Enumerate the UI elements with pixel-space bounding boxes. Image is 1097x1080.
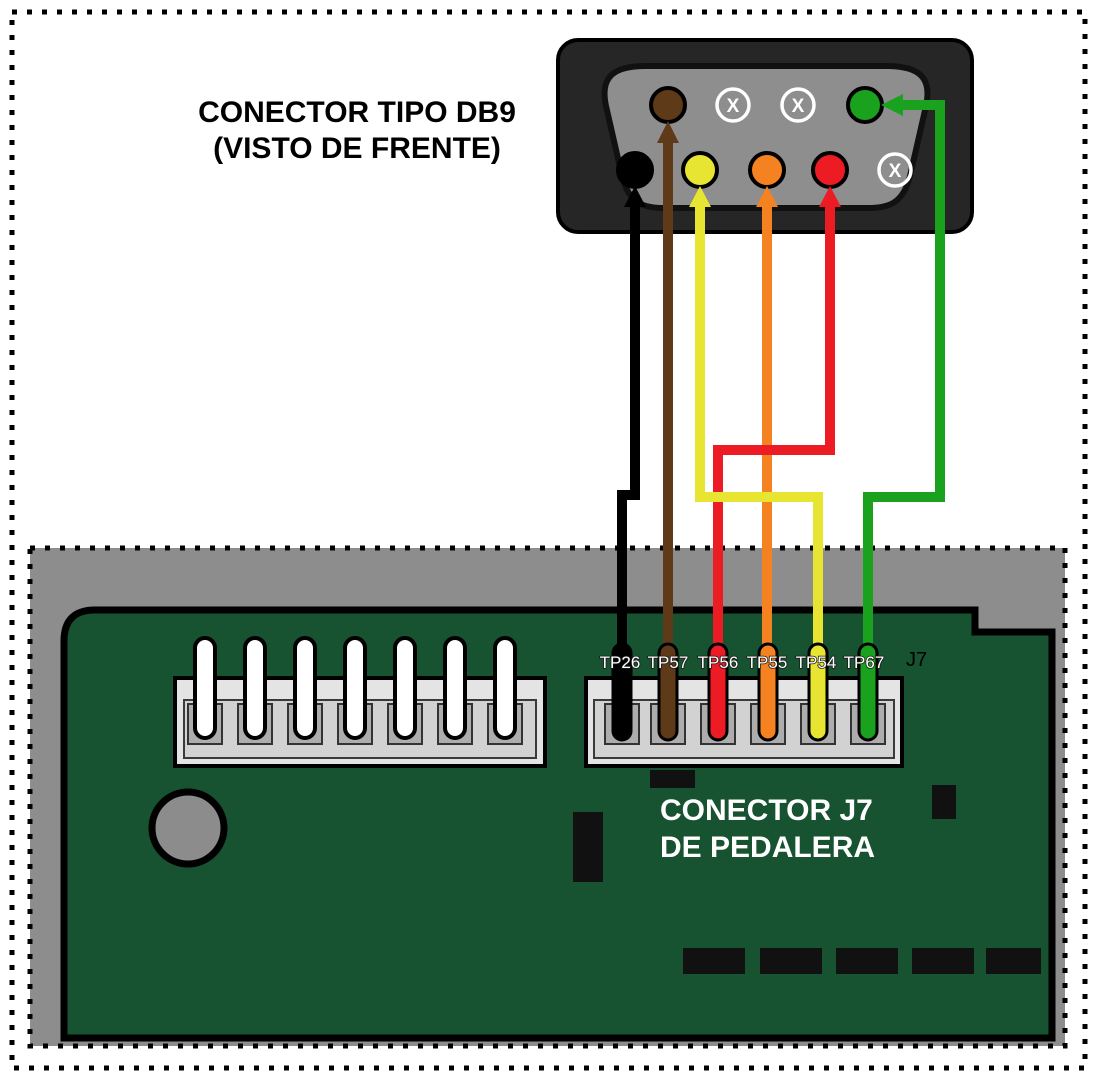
db9-unused-pin-mark: X bbox=[889, 161, 902, 182]
smd-component bbox=[683, 948, 745, 974]
j7-connector bbox=[584, 676, 904, 768]
db9-unused-pin-ring bbox=[780, 87, 816, 123]
smd-component bbox=[912, 948, 974, 974]
j7-pin-green bbox=[857, 642, 879, 742]
wire-red bbox=[713, 205, 835, 660]
db9-unused-pin-mark: X bbox=[792, 96, 805, 117]
wire-black-arrowhead bbox=[624, 186, 646, 207]
db9-pin-green bbox=[846, 86, 884, 124]
smd-component bbox=[932, 785, 956, 819]
j7-connector-label: J7 bbox=[906, 649, 927, 671]
smd-component bbox=[760, 948, 822, 974]
wire-green-arrowhead bbox=[881, 94, 903, 116]
db9-pin-red bbox=[811, 151, 849, 189]
left-connector-pin bbox=[243, 636, 267, 740]
left-connector-pin bbox=[493, 636, 517, 740]
wire-black bbox=[617, 204, 640, 660]
smd-component bbox=[836, 948, 898, 974]
tp-label-tp54: TP54 bbox=[796, 653, 837, 672]
left-connector bbox=[173, 636, 547, 768]
db9-title-line2: (VISTO DE FRENTE) bbox=[213, 132, 501, 165]
tp-label-tp67: TP67 bbox=[844, 653, 885, 672]
wire-orange-arrowhead bbox=[756, 186, 778, 207]
left-connector-pin bbox=[193, 636, 217, 740]
pcb-caption-line1: CONECTOR J7 bbox=[660, 794, 873, 827]
smd-component bbox=[986, 948, 1041, 974]
j7-pin-red bbox=[707, 642, 729, 742]
left-connector-pin bbox=[293, 636, 317, 740]
tp-label-tp57: TP57 bbox=[648, 653, 689, 672]
j7-pin-orange bbox=[757, 642, 779, 742]
j7-connector-inner bbox=[593, 699, 895, 759]
smd-component bbox=[573, 812, 603, 882]
left-connector-pin bbox=[443, 636, 467, 740]
tp-label-tp56: TP56 bbox=[698, 653, 739, 672]
tp-labels: TP26 TP57 TP56 TP55 TP54 TP67 J7 bbox=[599, 649, 927, 673]
wire-yellow bbox=[695, 205, 823, 660]
wire-green bbox=[863, 100, 945, 660]
wire-brown-arrowhead bbox=[657, 121, 679, 143]
j7-pin-black bbox=[611, 642, 633, 742]
tp-label-tp26: TP26 bbox=[600, 653, 641, 672]
db9-pin-black bbox=[616, 151, 654, 189]
mounting-hole bbox=[148, 788, 228, 868]
tp-label-tp55: TP55 bbox=[747, 653, 788, 672]
smd-component bbox=[650, 770, 695, 788]
db9-pin-orange bbox=[748, 151, 786, 189]
j7-wire-pins bbox=[611, 642, 879, 742]
db9-title-line1: CONECTOR TIPO DB9 bbox=[198, 96, 516, 129]
db9-unused-pin-ring bbox=[715, 87, 751, 123]
left-connector-pin bbox=[343, 636, 367, 740]
wires bbox=[617, 94, 945, 660]
pcb-caption-line2: DE PEDALERA bbox=[660, 831, 875, 864]
wire-yellow-arrowhead bbox=[689, 186, 711, 207]
db9-pin-brown bbox=[649, 86, 687, 124]
db9-pin-yellow bbox=[681, 151, 719, 189]
wire-red-arrowhead bbox=[819, 186, 841, 207]
left-connector-pin bbox=[393, 636, 417, 740]
j7-pin-yellow bbox=[807, 642, 829, 742]
db9-unused-pin-ring bbox=[877, 152, 913, 188]
j7-pin-brown bbox=[657, 642, 679, 742]
db9-unused-pin-mark: X bbox=[727, 96, 740, 117]
